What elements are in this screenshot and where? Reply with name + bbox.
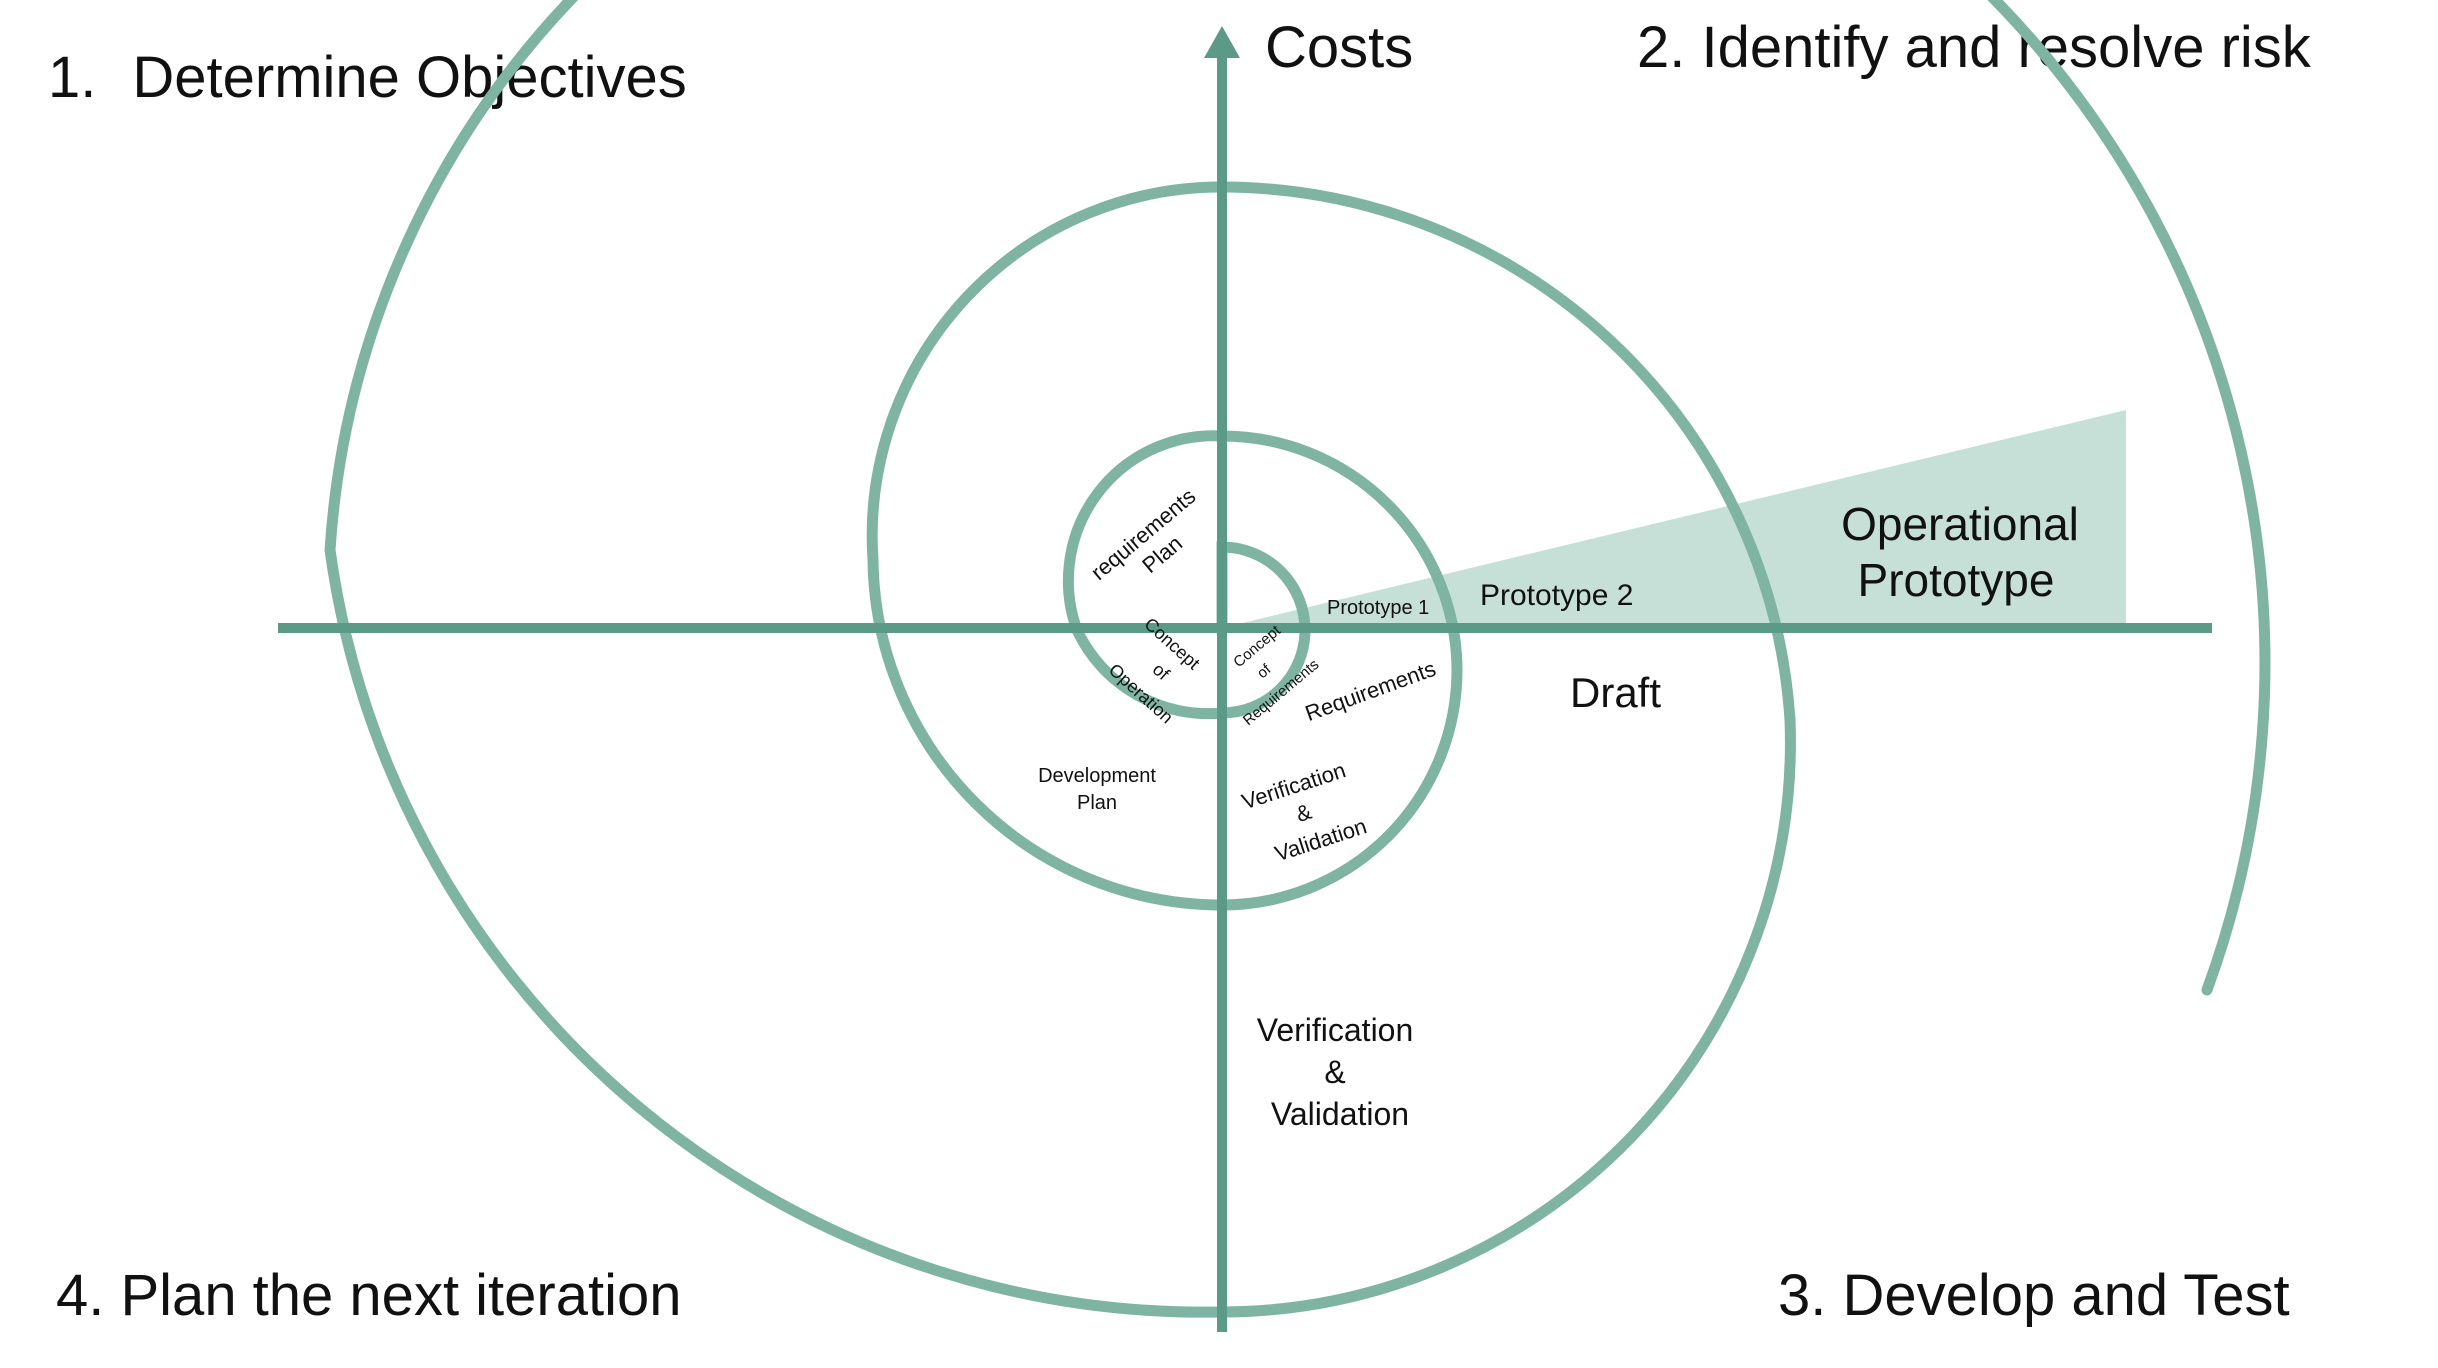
y-axis-arrowhead	[1204, 26, 1240, 58]
quadrant-4-title: 4. Plan the next iteration	[56, 1263, 682, 1328]
vv-inner-label-line2: &	[1293, 799, 1315, 827]
operational-prototype-label: Operational	[1841, 498, 2079, 550]
y-axis-label: Costs	[1265, 15, 1414, 80]
spiral-curve	[324, 0, 1796, 1318]
requirements-label: Requirements	[1302, 656, 1439, 726]
spiral-outer-arc	[1987, 0, 2271, 996]
draft-label: Draft	[1570, 669, 1661, 716]
development-plan-label-line2: Plan	[1077, 792, 1117, 814]
concept-of-operation-label: Concept	[1140, 614, 1203, 674]
vv-outer-label: Verification	[1257, 1012, 1414, 1048]
concept-of-operation-label-line2: of	[1149, 659, 1174, 685]
quadrant-3-title: 3. Develop and Test	[1778, 1263, 2290, 1328]
quadrant-2-title: 2. Identify and resolve risk	[1637, 15, 2311, 80]
vv-outer-label-line3: Validation	[1271, 1096, 1409, 1132]
prototype-1-label: Prototype 1	[1327, 597, 1429, 619]
prototype-2-label: Prototype 2	[1480, 579, 1633, 612]
concept-of-requirements-label-line2: of	[1254, 660, 1275, 682]
quadrant-1-title: 1. Determine Objectives	[48, 44, 687, 111]
quadrant-1-number: 1.	[48, 45, 97, 110]
development-plan-label: Development	[1038, 765, 1156, 787]
operational-prototype-label-line2: Prototype	[1858, 554, 2055, 606]
vv-outer-label-line2: &	[1324, 1054, 1345, 1090]
quadrant-1-text: Determine Objectives	[132, 45, 687, 110]
requirements-plan-label: requirements	[1086, 483, 1200, 585]
operational-prototype-wedge	[1222, 410, 2126, 628]
